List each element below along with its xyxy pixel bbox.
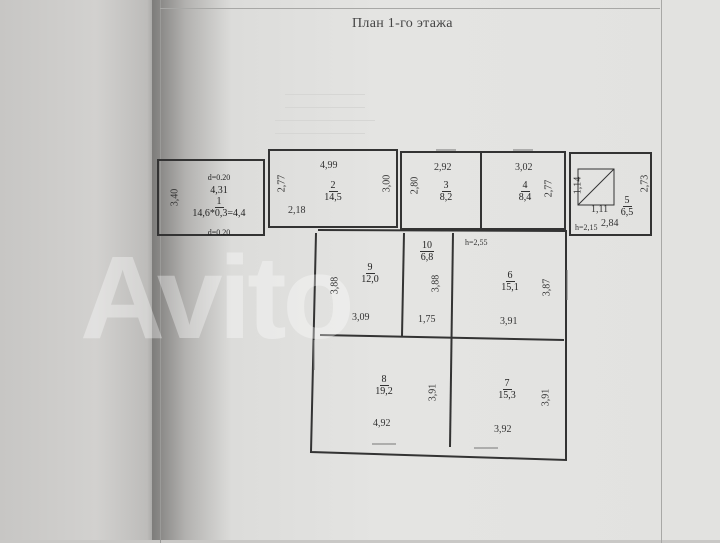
room-8-area: 19,2 <box>375 386 393 397</box>
room-5-shaft-width: 1,11 <box>591 204 609 215</box>
room-10-number: 10 <box>420 240 434 252</box>
room-3-width: 2,92 <box>434 162 452 173</box>
room-7-area: 15,3 <box>498 390 516 401</box>
room-6-width: 3,91 <box>500 316 518 327</box>
room-2-number: 2 <box>328 180 338 192</box>
room-3-height: 2,80 <box>409 176 421 195</box>
room-1-height: 3,40 <box>169 188 181 207</box>
room-9-height: 3,88 <box>329 276 341 295</box>
room-2-height-right: 3,00 <box>381 174 393 193</box>
room-1-note-top: d=0.20 <box>207 173 231 182</box>
page-top-rule <box>160 8 660 9</box>
left-page <box>0 0 160 540</box>
room-9-area: 12,0 <box>361 274 379 285</box>
room-8-width: 4,92 <box>373 418 391 429</box>
room-5-height: 2,73 <box>639 174 651 193</box>
room-6-height: 3,87 <box>541 278 553 297</box>
room-5-width: 2,84 <box>601 218 619 229</box>
room-5-area: 6,5 <box>620 207 634 218</box>
room-2-height-left: 2,77 <box>276 174 288 193</box>
room-10-area: 6,8 <box>420 252 434 263</box>
room-8-height: 3,91 <box>427 383 439 402</box>
room-7-number: 7 <box>502 378 512 390</box>
room-7-height: 3,91 <box>540 388 552 407</box>
room-6-label: 6 15,1 <box>495 270 525 293</box>
room-6-height-note: h=2,55 <box>465 238 488 247</box>
avito-watermark: Avito <box>80 232 355 364</box>
room-5-height-note: h=2,15 <box>575 223 598 232</box>
room-4-height: 2,77 <box>543 179 555 198</box>
room-10-width: 1,75 <box>418 314 436 325</box>
room-1-area: 14,6*0,3=4,4 <box>192 208 246 219</box>
room-5-number: 5 <box>622 195 632 207</box>
page-title: План 1-го этажа <box>352 16 453 31</box>
room-3-label: 3 8,2 <box>431 180 461 203</box>
room-2-bottom-dim: 2,18 <box>288 205 306 216</box>
room-1-width: 4,31 <box>210 185 228 196</box>
room-8-number: 8 <box>379 374 389 386</box>
page-frame <box>160 0 662 543</box>
room-4-width: 3,02 <box>515 162 533 173</box>
room-5-label: 5 6,5 <box>615 195 639 218</box>
document-page <box>152 0 720 543</box>
room-6-number: 6 <box>505 270 515 282</box>
room-3-number: 3 <box>441 180 451 192</box>
room-10-height: 3,88 <box>430 274 442 293</box>
room-9-width: 3,09 <box>352 312 370 323</box>
room-6-area: 15,1 <box>501 282 519 293</box>
room-1-label: d=0.20 4,31 1 14,6*0,3=4,4 d=0.20 <box>176 172 262 238</box>
room-2-width: 4,99 <box>320 160 338 171</box>
room-4-label: 4 8,4 <box>510 180 540 203</box>
room-5-shaft-height: 1,14 <box>572 176 584 195</box>
room-1-number: 1 <box>214 196 224 208</box>
room-1-note-bottom: d=0.20 <box>207 228 231 237</box>
room-9-number: 9 <box>365 262 375 274</box>
room-8-label: 8 19,2 <box>369 374 399 397</box>
room-3-area: 8,2 <box>439 192 453 203</box>
room-2-label: 2 14,5 <box>318 180 348 203</box>
room-4-area: 8,4 <box>518 192 532 203</box>
room-2-area: 14,5 <box>324 192 342 203</box>
room-7-width: 3,92 <box>494 424 512 435</box>
room-10-label: 10 6,8 <box>412 240 442 263</box>
room-4-number: 4 <box>520 180 530 192</box>
room-7-label: 7 15,3 <box>492 378 522 401</box>
faded-text-block <box>255 88 375 140</box>
room-9-label: 9 12,0 <box>355 262 385 285</box>
